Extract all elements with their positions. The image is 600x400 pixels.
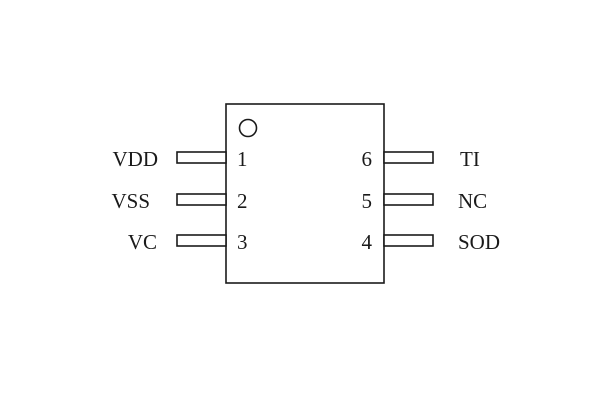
pin-lead-1 bbox=[176, 151, 227, 164]
pin-number-3: 3 bbox=[237, 230, 248, 254]
pin-lead-5 bbox=[383, 193, 434, 206]
pin-name-4: SOD bbox=[458, 230, 500, 254]
pin-name-2: VSS bbox=[111, 189, 150, 213]
pin-name-3: VC bbox=[128, 230, 157, 254]
pin-number-6: 6 bbox=[362, 147, 373, 171]
pin-lead-4 bbox=[383, 234, 434, 247]
pin-lead-3 bbox=[176, 234, 227, 247]
pin-number-1: 1 bbox=[237, 147, 248, 171]
pin-lead-6 bbox=[383, 151, 434, 164]
pin-name-1: VDD bbox=[113, 147, 159, 171]
pin-number-2: 2 bbox=[237, 189, 248, 213]
pin-lead-2 bbox=[176, 193, 227, 206]
pin-number-4: 4 bbox=[362, 230, 373, 254]
pin1-marker-icon bbox=[238, 118, 258, 138]
pin-name-5: NC bbox=[458, 189, 487, 213]
pin-name-6: TI bbox=[460, 147, 480, 171]
pin-number-5: 5 bbox=[362, 189, 373, 213]
